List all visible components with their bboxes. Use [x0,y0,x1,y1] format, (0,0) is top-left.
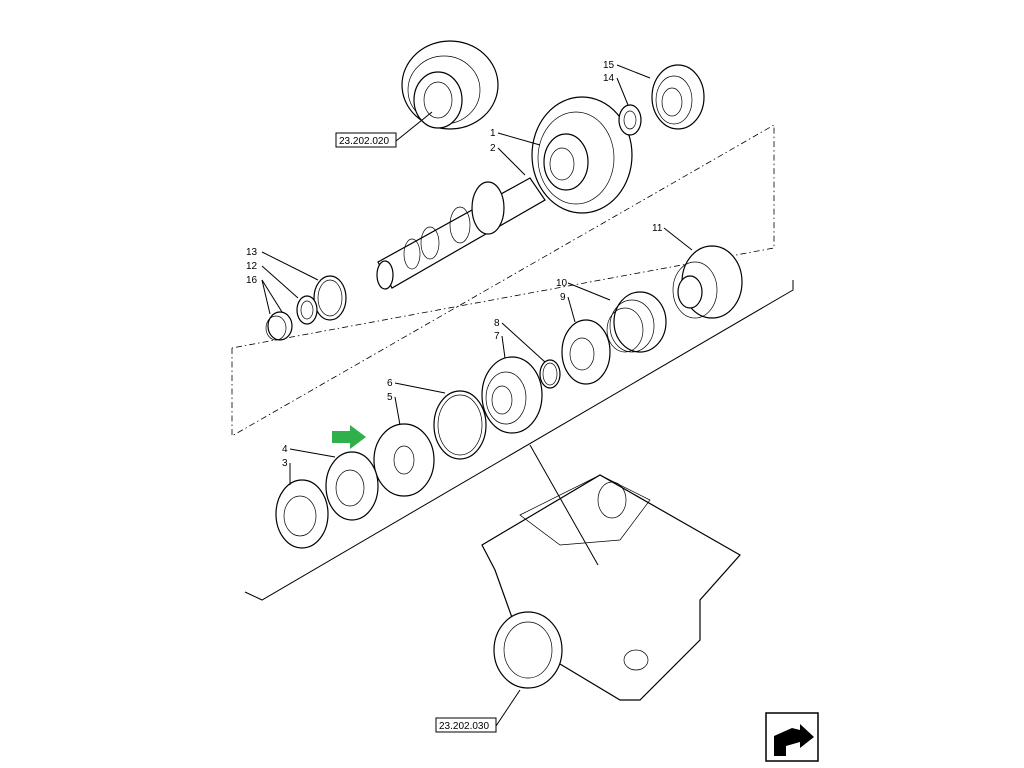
callout-14: 14 [603,73,615,84]
upper-bearing[interactable] [651,64,705,130]
large-circlip[interactable] [433,390,487,460]
next-page-icon[interactable] [765,712,819,762]
leader-lines [261,64,693,727]
callout-16: 16 [246,275,258,286]
shaft[interactable] [376,177,546,290]
washer[interactable] [561,319,611,385]
callout-5: 5 [387,392,393,403]
frame-lines [231,124,794,601]
snap-ring[interactable] [539,359,561,389]
ref-box-lower[interactable]: 23.202.030 [435,717,497,733]
callout-15: 15 [603,60,615,71]
spring[interactable] [606,291,667,353]
main-gear[interactable] [531,96,633,214]
ref-box-upper[interactable]: 23.202.020 [335,132,397,148]
callout-labels: 1 2 3 4 5 6 7 8 9 10 11 12 13 14 15 16 [246,60,663,469]
ring-16[interactable] [265,311,293,341]
highlight-arrow [332,425,366,449]
bearing-housing[interactable] [672,245,743,319]
ref-label-upper: 23.202.020 [339,136,389,147]
callout-2: 2 [490,143,496,154]
ref-label-lower: 23.202.030 [439,721,489,732]
lower-bearing[interactable] [481,356,543,434]
callout-1: 1 [490,128,496,139]
seal-3[interactable] [275,479,329,549]
circlip-13[interactable] [313,275,347,321]
callout-7: 7 [494,331,500,342]
callout-12: 12 [246,261,258,272]
callout-8: 8 [494,318,500,329]
callout-3: 3 [282,458,288,469]
transmission-housing[interactable] [481,474,741,701]
collar[interactable] [373,423,435,497]
callout-13: 13 [246,247,258,258]
callout-4: 4 [282,444,288,455]
upper-ring[interactable] [618,104,642,136]
callout-10: 10 [556,278,568,289]
callout-6: 6 [387,378,393,389]
upper-gear-assembly[interactable] [401,40,499,130]
callout-11: 11 [652,223,663,234]
seal-4[interactable] [325,451,379,521]
callout-9: 9 [560,292,566,303]
ring-12[interactable] [296,295,318,325]
